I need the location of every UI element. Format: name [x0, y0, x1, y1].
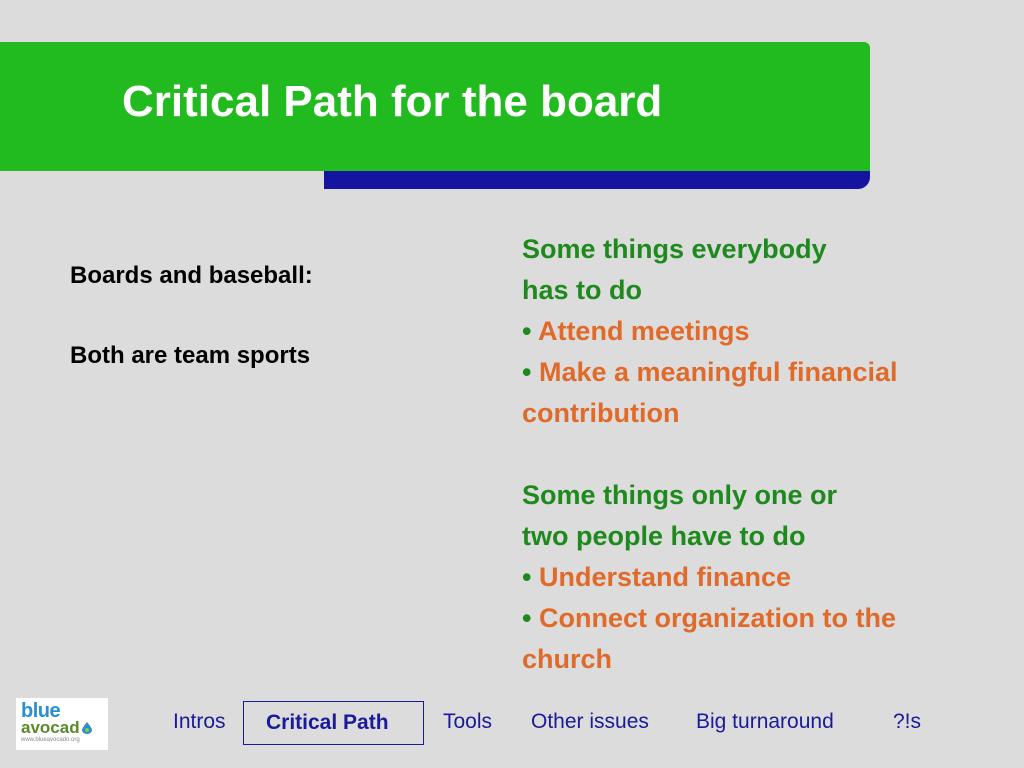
nav-big-turnaround[interactable]: Big turnaround: [696, 710, 834, 733]
title-band: [0, 42, 870, 171]
left-line-boards-baseball: Boards and baseball:: [70, 262, 313, 289]
nav-tools[interactable]: Tools: [443, 710, 493, 733]
nav-questions[interactable]: ?!s: [893, 710, 922, 733]
slide-title: Critical Path for the board: [122, 77, 663, 126]
heading-everybody: Some things everybody has to do: [522, 234, 827, 305]
avocado-drop-icon: [81, 722, 92, 734]
nav-critical-path[interactable]: Critical Path: [243, 701, 424, 745]
logo-word-blue: blue: [21, 700, 61, 722]
bullet-item: • Understand finance: [522, 562, 792, 592]
bullet-item: • Attend meetings: [522, 316, 750, 346]
bullet-item: • Connect organization to the church: [522, 603, 896, 674]
logo-url: www.blueavocado.org: [21, 737, 80, 743]
nav-other-issues[interactable]: Other issues: [531, 710, 649, 733]
left-text-block: Boards and baseball: Both are team sport…: [70, 256, 313, 376]
right-text-block: Some things everybody has to do • Attend…: [522, 229, 962, 680]
logo-word-avocado: avocad: [21, 719, 103, 736]
nav-intros[interactable]: Intros: [173, 710, 226, 733]
blue-avocado-logo: blue avocad www.blueavocado.org: [16, 698, 108, 750]
left-line-team-sports: Both are team sports: [70, 342, 311, 369]
spacer: [522, 434, 962, 475]
bullet-item: • Make a meaningful financial contributi…: [522, 357, 898, 428]
heading-one-or-two: Some things only one or two people have …: [522, 480, 838, 551]
spacer: [70, 296, 313, 336]
